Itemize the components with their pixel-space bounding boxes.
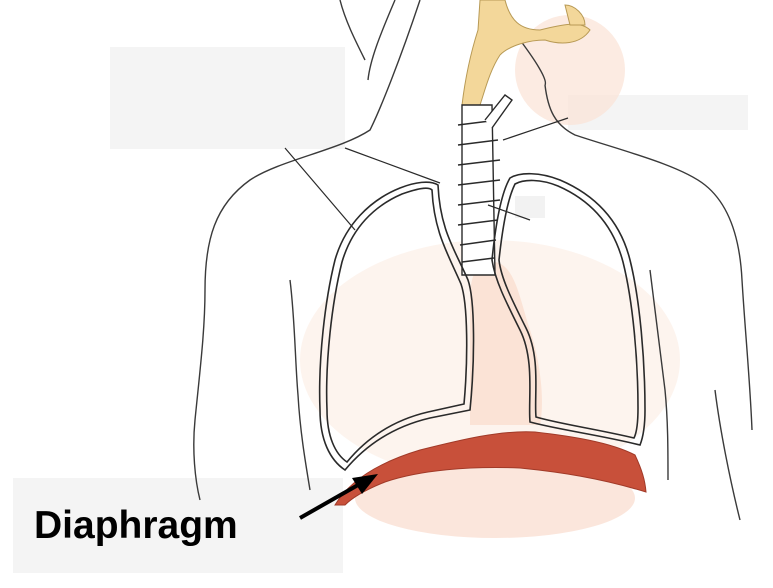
- diaphragm-label: Diaphragm: [34, 504, 238, 548]
- blank-label-box-mid-right: [515, 196, 545, 218]
- blank-label-box-top-left: [110, 47, 345, 149]
